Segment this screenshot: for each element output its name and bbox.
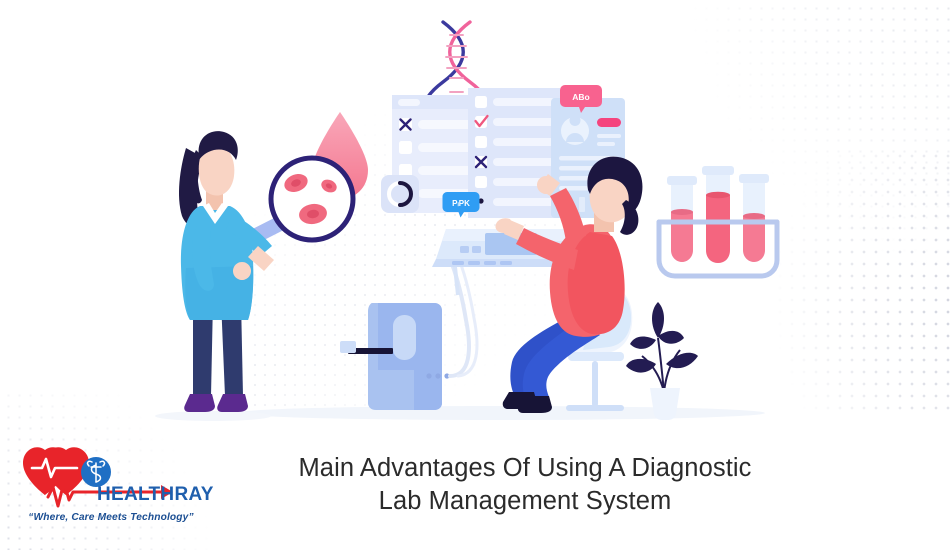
blood-type-badge-label: ABo bbox=[572, 92, 589, 102]
arrow-right-icon bbox=[161, 485, 173, 499]
checklist-row[interactable] bbox=[474, 114, 555, 128]
floor-shadow-left bbox=[155, 411, 271, 421]
lab-analyzer-machine[interactable] bbox=[340, 260, 479, 410]
brand-wordmark: HEALTHRAY bbox=[97, 484, 214, 505]
potted-plant bbox=[626, 302, 698, 420]
heart-icon-right bbox=[44, 447, 89, 495]
pk-marker-badge-label: PₗPK bbox=[452, 199, 470, 208]
heartbeat-tail-icon bbox=[46, 480, 170, 508]
card-header-bar bbox=[597, 118, 621, 127]
checklist-row[interactable] bbox=[474, 155, 555, 169]
loading-spinner-icon[interactable] bbox=[381, 175, 419, 213]
caduceus-medical-icon bbox=[86, 460, 106, 483]
lab-technician-woman[interactable] bbox=[179, 131, 274, 412]
healthray-logo-mark: HEALTHRAY bbox=[23, 447, 214, 508]
pk-marker-badge[interactable]: PₗPK bbox=[442, 192, 480, 218]
heartbeat-line-icon bbox=[30, 457, 79, 479]
diagnostic-lab-illustration: ABo PₗPK bbox=[155, 20, 780, 421]
test-tube-3[interactable] bbox=[739, 174, 769, 262]
checklist-panel-right[interactable] bbox=[468, 88, 560, 218]
healthray-logo[interactable]: HEALTHRAY “Where, Care Meets Technology” bbox=[14, 441, 214, 537]
checklist-row[interactable] bbox=[475, 96, 555, 108]
floor-shadow bbox=[235, 406, 765, 420]
plant-leaves bbox=[626, 302, 698, 373]
lab-analyst-man[interactable] bbox=[495, 156, 643, 413]
checklist-row[interactable] bbox=[475, 136, 555, 148]
checklist-row[interactable] bbox=[478, 198, 555, 206]
page-title-line-2: Lab Management System bbox=[378, 487, 672, 515]
brand-tagline: “Where, Care Meets Technology” bbox=[28, 512, 194, 523]
analyzer-indicator-dots bbox=[426, 373, 450, 379]
test-tube-2[interactable] bbox=[702, 166, 734, 263]
page-title-line-1: Main Advantages Of Using A Diagnostic bbox=[298, 454, 752, 482]
blood-type-badge[interactable]: ABo bbox=[560, 85, 602, 113]
test-tube-1[interactable] bbox=[667, 176, 697, 262]
page-title: Main Advantages Of Using A Diagnostic La… bbox=[215, 452, 835, 518]
plant-pot bbox=[650, 388, 680, 420]
test-tube-rack[interactable] bbox=[656, 166, 780, 279]
analyzer-slot bbox=[348, 348, 393, 354]
console-keys-lower bbox=[452, 261, 512, 265]
red-blood-cells bbox=[284, 174, 337, 225]
